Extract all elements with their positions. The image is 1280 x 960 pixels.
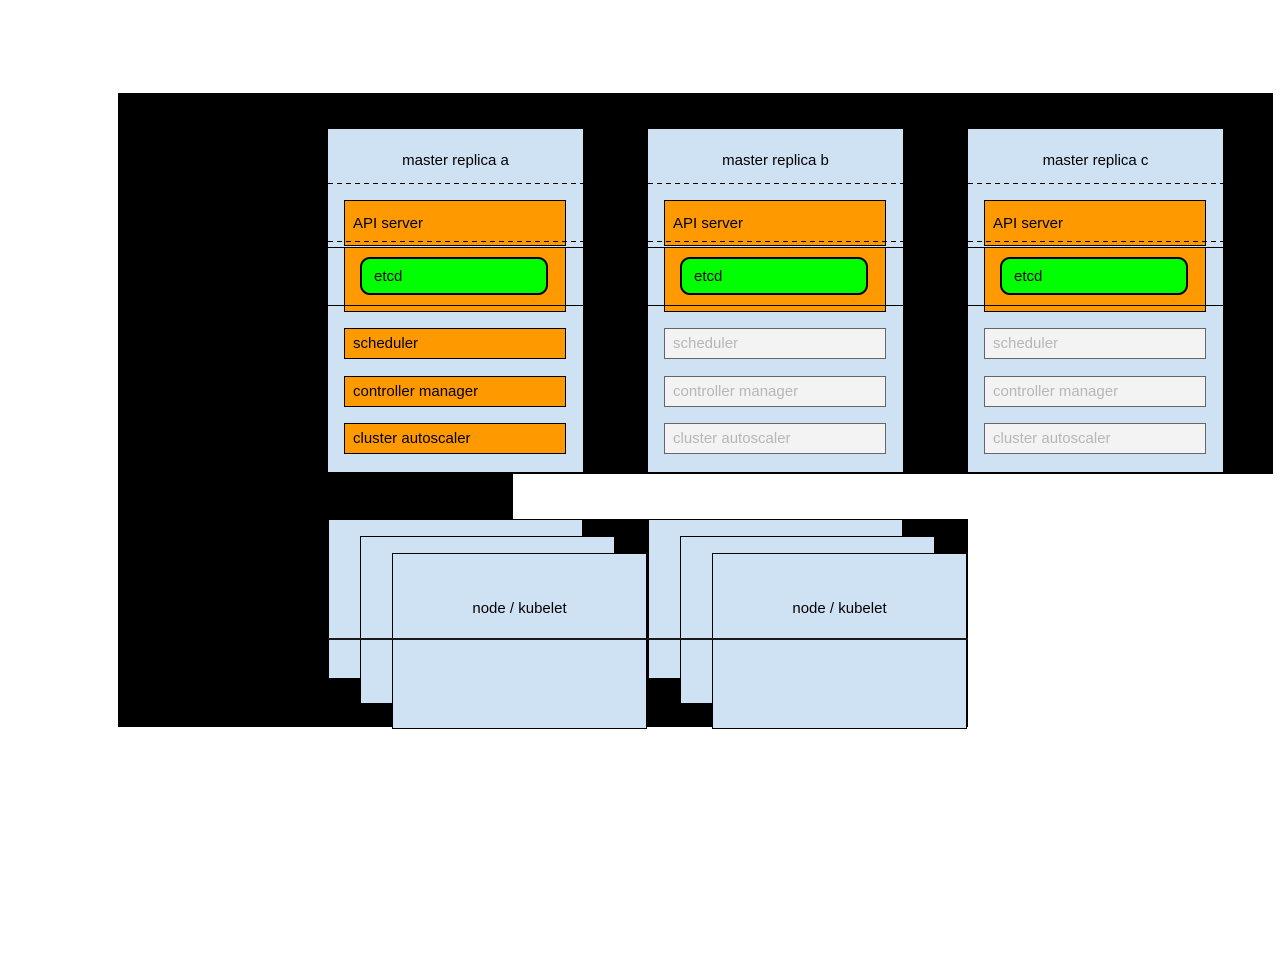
dashed-divider-mid bbox=[328, 241, 583, 243]
etcd-box: etcd bbox=[680, 257, 868, 295]
master-replica-b-box: master replica b API server etcd schedul… bbox=[648, 129, 903, 472]
master-replica-a-box: master replica a API server etcd schedul… bbox=[328, 129, 583, 472]
etcd-box: etcd bbox=[1000, 257, 1188, 295]
etcd-label: etcd bbox=[1014, 267, 1043, 285]
dashed-divider-top bbox=[968, 183, 1223, 185]
master-title: master replica c bbox=[1042, 152, 1149, 169]
dashed-divider-top bbox=[328, 183, 583, 185]
master-replica-c-box: master replica c API server etcd schedul… bbox=[968, 129, 1223, 472]
api-server-label: API server bbox=[673, 214, 744, 232]
nodes-divider-line bbox=[328, 638, 968, 640]
api-server-box: API server bbox=[344, 200, 566, 246]
etcd-box: etcd bbox=[360, 257, 548, 295]
api-server-label: API server bbox=[993, 214, 1064, 232]
controller-manager-box: controller manager bbox=[344, 376, 566, 407]
solid-divider-upper bbox=[648, 247, 903, 249]
etcd-label: etcd bbox=[374, 267, 403, 285]
etcd-label: etcd bbox=[694, 267, 723, 285]
node-front-box: node / kubelet bbox=[392, 553, 647, 729]
solid-divider-lower bbox=[968, 305, 1223, 307]
scheduler-box: scheduler bbox=[984, 328, 1206, 359]
solid-divider-lower bbox=[648, 305, 903, 307]
cluster-autoscaler-box: cluster autoscaler bbox=[344, 423, 566, 454]
api-server-label: API server bbox=[353, 214, 424, 232]
etcd-container-box: etcd bbox=[344, 247, 566, 312]
cluster-autoscaler-box: cluster autoscaler bbox=[664, 423, 886, 454]
node-front-box: node / kubelet bbox=[712, 553, 967, 729]
scheduler-box: scheduler bbox=[664, 328, 886, 359]
node-label: node / kubelet bbox=[472, 600, 567, 617]
dashed-divider-mid bbox=[968, 241, 1223, 243]
scheduler-box: scheduler bbox=[344, 328, 566, 359]
api-server-box: API server bbox=[984, 200, 1206, 246]
cluster-autoscaler-box: cluster autoscaler bbox=[984, 423, 1206, 454]
solid-divider-upper bbox=[968, 247, 1223, 249]
controller-manager-box: controller manager bbox=[664, 376, 886, 407]
dashed-divider-mid bbox=[648, 241, 903, 243]
controller-manager-box: controller manager bbox=[984, 376, 1206, 407]
master-title: master replica b bbox=[722, 152, 829, 169]
dashed-divider-top bbox=[648, 183, 903, 185]
background-panel-left-step bbox=[118, 474, 513, 519]
solid-divider-upper bbox=[328, 247, 583, 249]
api-server-box: API server bbox=[664, 200, 886, 246]
etcd-container-box: etcd bbox=[984, 247, 1206, 312]
solid-divider-lower bbox=[328, 305, 583, 307]
etcd-container-box: etcd bbox=[664, 247, 886, 312]
master-title: master replica a bbox=[402, 152, 509, 169]
node-label: node / kubelet bbox=[792, 600, 887, 617]
